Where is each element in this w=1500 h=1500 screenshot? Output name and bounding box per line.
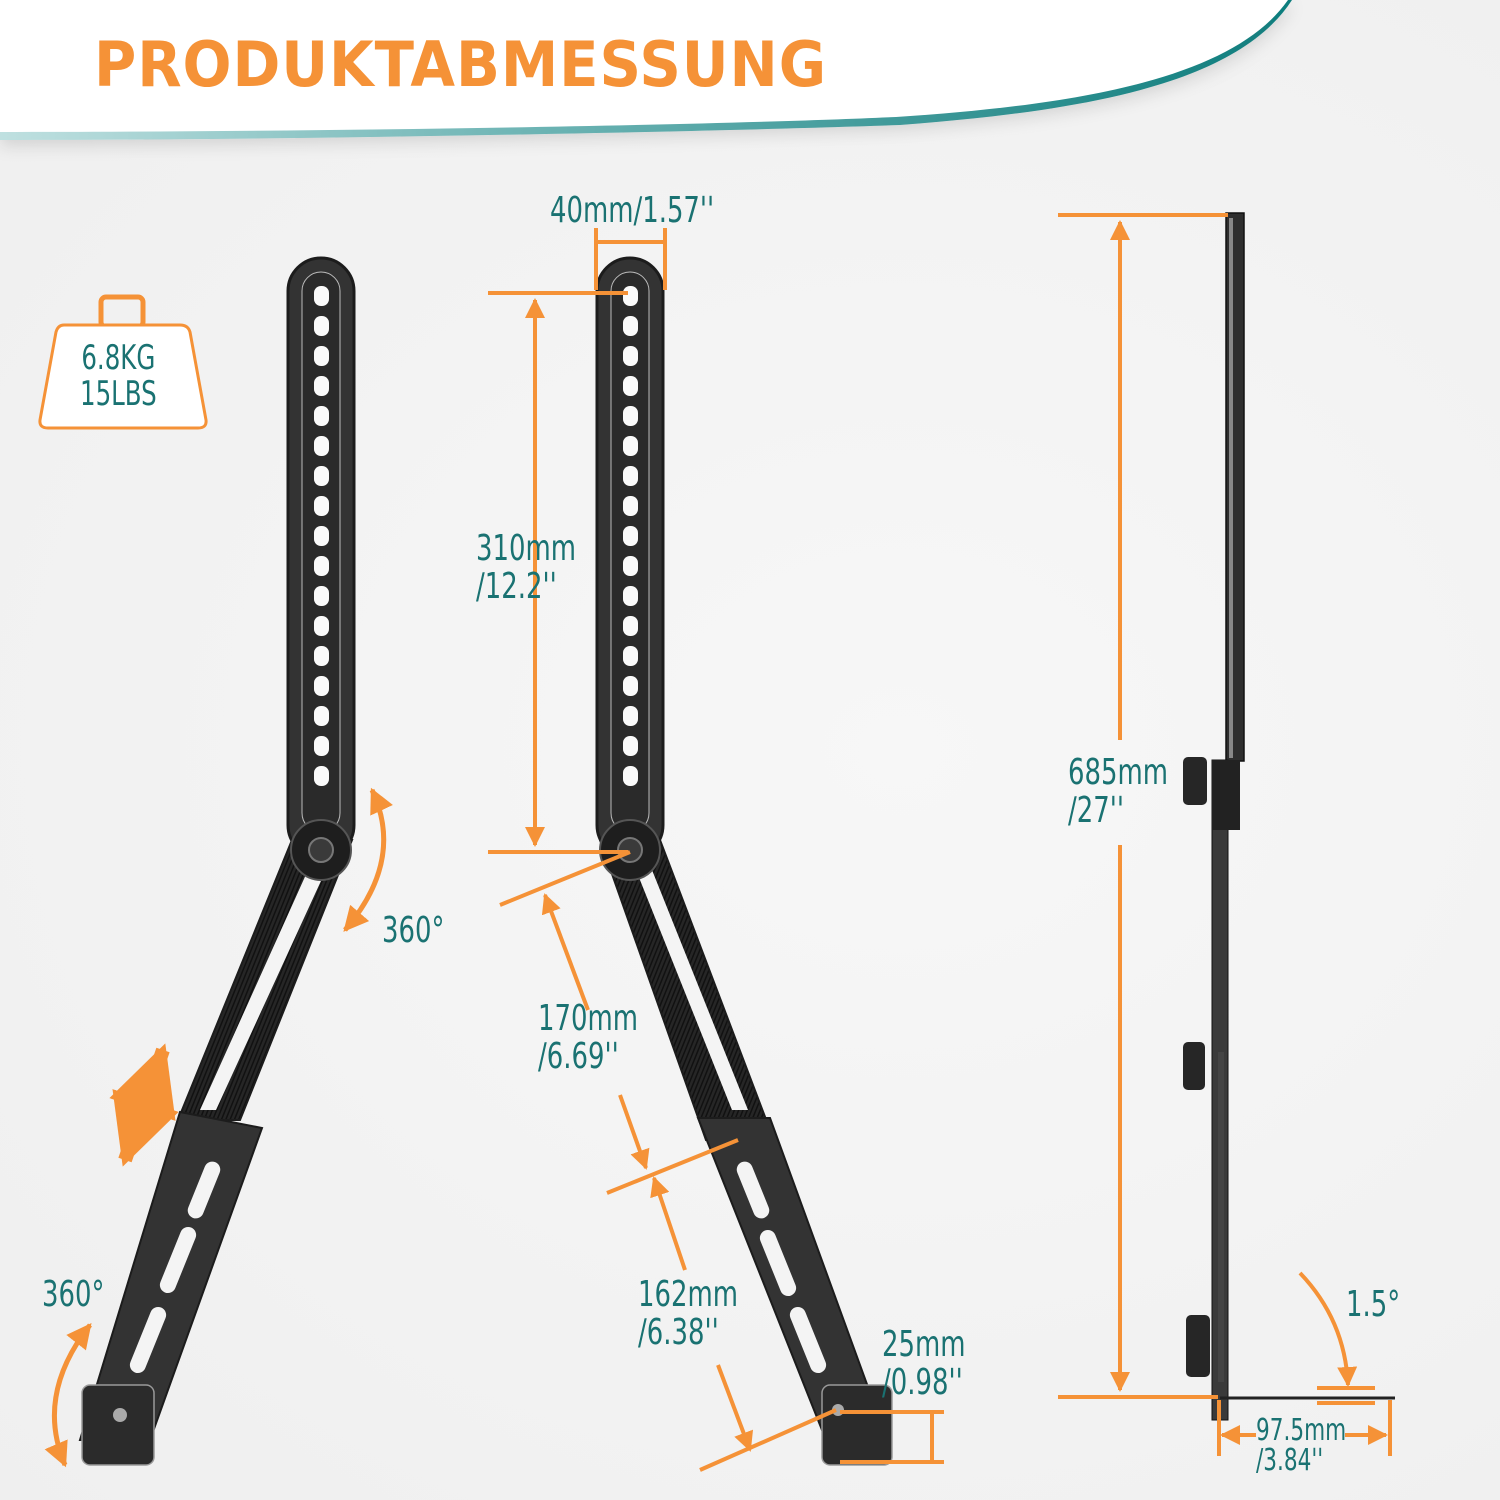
slide-arrow-icon: [109, 1043, 179, 1167]
foot-height-inch: /0.98'': [882, 1362, 963, 1403]
middle-length-mm: 170mm: [538, 998, 638, 1039]
total-height-inch: /27'': [1068, 790, 1124, 831]
lower-length-mm: 162mm: [638, 1274, 738, 1315]
upper-length-label: 310mm /12.2'': [476, 530, 576, 606]
left-bracket: [78, 256, 356, 1466]
weight-icon: [38, 294, 208, 430]
header-banner: [0, 0, 1292, 140]
middle-length-inch: /6.69'': [538, 1036, 619, 1077]
weight-lbs: 15LBS: [80, 374, 157, 414]
middle-bracket: [595, 256, 893, 1466]
weight-kg: 6.8KG: [81, 338, 156, 378]
foot-height-mm: 25mm: [882, 1324, 966, 1365]
weight-label: 6.8KG 15LBS: [80, 340, 157, 412]
foot-depth-mm: 97.5mm: [1256, 1413, 1347, 1448]
upper-length-mm: 310mm: [476, 528, 576, 569]
width-label: 40mm/1.57'': [550, 190, 715, 231]
dimension-lines: [488, 228, 944, 1472]
foot-depth-inch: /3.84'': [1256, 1443, 1324, 1478]
foot-height-label: 25mm /0.98'': [882, 1326, 965, 1402]
upper-length-inch: /12.2'': [476, 566, 557, 607]
rotate-arrow-icon-bottom: [44, 1323, 92, 1468]
rotate-arrow-icon: [343, 787, 393, 932]
lower-length-inch: /6.38'': [638, 1312, 719, 1353]
lower-length-label: 162mm /6.38'': [638, 1276, 738, 1352]
page-title: PRODUKTABMESSUNG: [94, 28, 827, 101]
side-view-bracket: [1183, 212, 1395, 1421]
tilt-angle-label: 1.5°: [1346, 1284, 1401, 1325]
left-rotation-bottom-label: 360°: [42, 1274, 105, 1315]
middle-length-label: 170mm /6.69'': [538, 1000, 638, 1076]
total-height-mm: 685mm: [1068, 752, 1168, 793]
left-rotation-top-label: 360°: [382, 910, 445, 951]
total-height-label: 685mm /27'': [1068, 754, 1168, 830]
foot-depth-label: 97.5mm /3.84'': [1256, 1416, 1346, 1476]
